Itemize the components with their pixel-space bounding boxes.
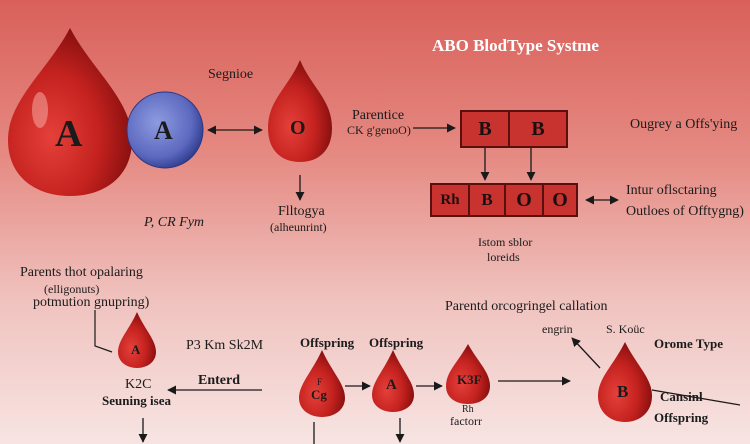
blood-drop-offspring-2 — [372, 350, 414, 412]
drop-label-b: B — [617, 382, 629, 401]
blood-drop-a-large — [8, 28, 132, 196]
bracket-left — [94, 310, 113, 353]
allele-box: B — [460, 110, 510, 148]
label-flitogya: Flltogya — [278, 204, 325, 219]
blood-drop-o — [268, 60, 332, 162]
label-outloes: Outloes of Offtygng) — [626, 204, 744, 219]
label-p-cr-fym: P, CR Fym — [144, 215, 205, 230]
label-elignouts: (elligonuts) — [44, 282, 100, 296]
blood-drop-a-small — [118, 312, 156, 368]
label-orome-type: Orome Type — [654, 336, 723, 351]
label-rh-factor: factorr — [450, 414, 482, 428]
label-loreids: loreids — [487, 250, 520, 264]
label-parentd-ocr: Parentd orcogringel callation — [445, 299, 608, 314]
arrow-diag-up — [571, 337, 601, 369]
label-parentice: Parentice — [352, 108, 405, 123]
blood-drop-b — [598, 342, 652, 422]
label-offspring-3: Offspring — [654, 410, 709, 425]
label-segnioe: Segnioe — [208, 67, 254, 82]
label-rh-factor-rh: Rh — [462, 404, 474, 415]
label-seuning-isea: Seuning isea — [102, 393, 171, 408]
drop-label-a-large: A — [55, 113, 83, 155]
allele-box-rh: Rh — [430, 183, 470, 217]
label-p3-km: P3 Km Sk2M — [186, 338, 264, 353]
label-ougrey: Ougrey a Offs'ying — [630, 117, 738, 132]
drop-label-offspring-1-top: F — [317, 377, 323, 387]
label-intur-ofl: Intur oflsctaring — [626, 183, 717, 198]
label-engrin: engrin — [542, 322, 573, 336]
allele-box-row-mid: Rh B O O — [430, 183, 578, 217]
drop-highlight — [32, 92, 48, 128]
allele-box: B — [470, 183, 506, 217]
drop-label-offspring-3: K3F — [457, 372, 482, 387]
label-parents-thot: Parents thot opalaring — [20, 265, 143, 280]
drop-label-a-blue: A — [154, 116, 173, 145]
label-cansinl: Cansinl — [660, 389, 703, 404]
label-enterd: Enterd — [198, 373, 240, 388]
label-istom-sblor: Istom sblor — [478, 235, 533, 249]
label-potmution: potmution gnupring) — [33, 295, 150, 310]
arrow-diag-right — [651, 389, 741, 406]
blue-antigen-circle — [126, 91, 204, 169]
drop-label-a-small: A — [131, 342, 141, 357]
allele-box-row-top: B B — [460, 110, 568, 148]
allele-box: O — [544, 183, 578, 217]
allele-box: B — [510, 110, 568, 148]
label-offspring-1: Offspring — [300, 335, 355, 350]
label-ck-gengeo: CK g'genoO) — [347, 123, 411, 137]
label-offspring-2: Offspring — [369, 335, 424, 350]
drop-label-o: O — [290, 117, 306, 139]
blood-drop-offspring-1 — [299, 350, 345, 417]
label-k2c: K2C — [125, 377, 152, 392]
drop-label-offspring-1: Cg — [311, 387, 327, 402]
label-alheunrint: (alheunrint) — [270, 220, 327, 234]
label-s-koue: S. Koüc — [606, 322, 645, 336]
drop-label-offspring-2: A — [386, 377, 397, 393]
diagram-title: ABO BlodType Systme — [432, 36, 599, 55]
allele-box: O — [506, 183, 544, 217]
blood-drop-offspring-3 — [446, 344, 490, 404]
